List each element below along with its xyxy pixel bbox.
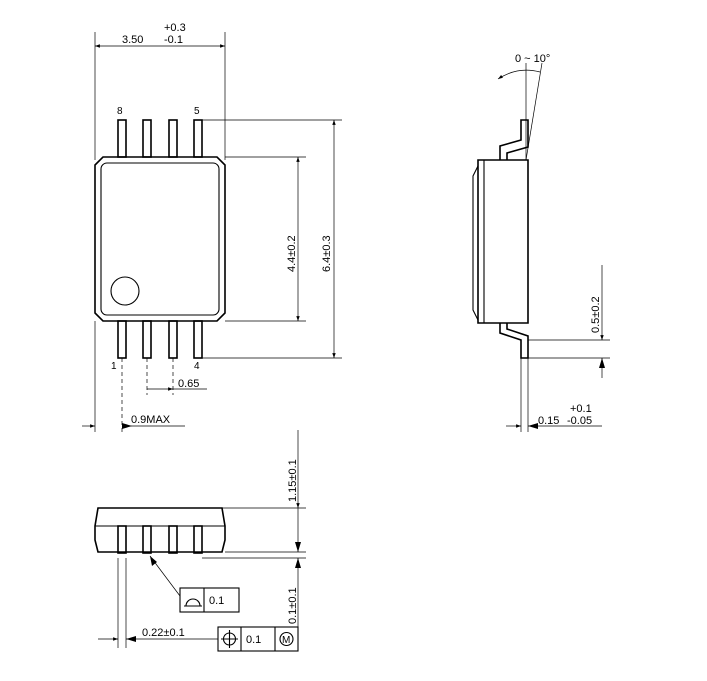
top-view: 3.50 +0.3 -0.1 8 5 1 4 4.4±0.2	[82, 22, 342, 432]
flatness-icon	[184, 598, 202, 607]
side-view: 0 ~ 10° 0.5±0.2 +0.1 0.15 -0.05	[472, 53, 610, 432]
bottom-leads	[117, 320, 203, 359]
mmc-icon	[279, 631, 294, 647]
lead-thk-label: 0.15	[538, 415, 559, 427]
pin1-marker	[110, 276, 140, 306]
height-label: 1.15±0.1	[287, 459, 299, 502]
pin-label-5: 5	[194, 106, 200, 117]
pin-label-8: 8	[117, 106, 123, 117]
front-view: 1.15±0.1 0.1±0.1 0.1 0.22±0.1	[94, 430, 306, 652]
front-leads	[117, 525, 203, 554]
lead-width-label: 0.22±0.1	[142, 627, 185, 639]
position-icon	[221, 630, 238, 648]
pitch-label: 0.65	[178, 378, 199, 390]
lead-thk-tol-plus: +0.1	[570, 403, 592, 415]
lead-thk-tol-minus: -0.05	[567, 415, 592, 427]
body-width-label: 4.4±0.2	[286, 235, 298, 272]
top-width-nominal: 3.50	[122, 34, 143, 46]
standoff-label: 0.1±0.1	[287, 587, 299, 624]
top-leads	[117, 119, 203, 158]
package-body-outer	[94, 156, 226, 322]
top-width-tol-plus: +0.3	[164, 22, 186, 34]
position-frame	[217, 626, 299, 652]
upper-lead	[499, 119, 529, 160]
top-width-tol-minus: -0.1	[164, 34, 183, 46]
max-offset-label: 0.9MAX	[131, 414, 171, 426]
overall-width-label: 6.4±0.3	[321, 235, 333, 272]
flatness-frame	[179, 587, 240, 613]
mmc-symbol: M	[282, 635, 290, 646]
package-body-inner	[100, 162, 220, 316]
lead-angle-label: 0 ~ 10°	[515, 53, 550, 65]
pin-label-4: 4	[194, 361, 200, 372]
lower-lead	[499, 323, 529, 359]
flatness-value: 0.1	[209, 595, 224, 607]
lead-length-label: 0.5±0.2	[590, 296, 602, 333]
pin-label-1: 1	[111, 361, 117, 372]
side-body-outer	[477, 159, 529, 324]
front-body	[94, 507, 226, 553]
position-value: 0.1	[246, 634, 261, 646]
